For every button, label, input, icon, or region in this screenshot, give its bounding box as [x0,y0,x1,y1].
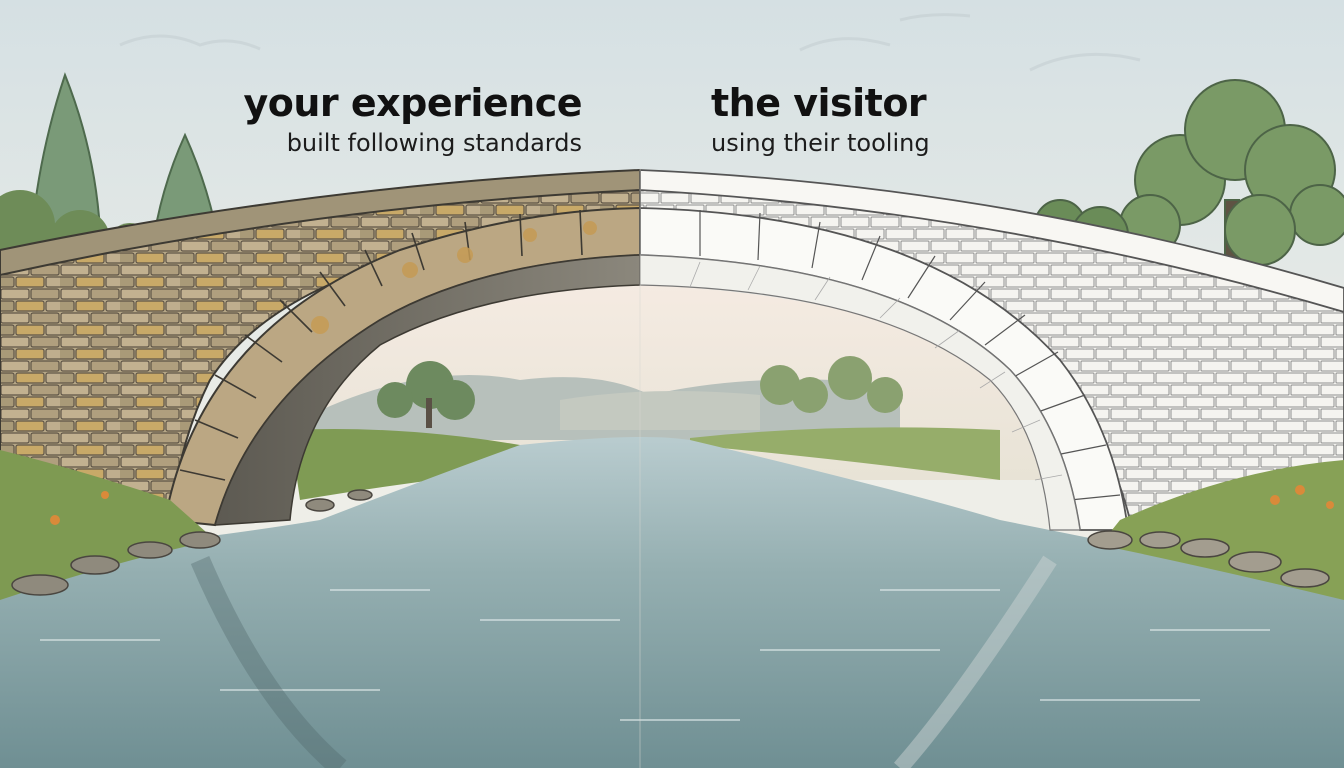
right-caption: the visitor using their tooling [711,78,930,158]
bridge-right-half [640,169,1344,600]
right-caption-title: the visitor [711,81,927,125]
right-caption-subtitle: using their tooling [711,129,930,157]
left-caption-title: your experience [243,81,582,125]
left-caption: your experience built following standard… [243,78,582,158]
left-caption-subtitle: built following standards [286,129,582,157]
flowers-left [50,491,109,525]
clouds [119,13,1141,72]
flowers-right [1270,485,1334,509]
river [0,436,1344,768]
bridge-left-half [0,168,640,600]
oak-tree-right [1034,79,1344,281]
